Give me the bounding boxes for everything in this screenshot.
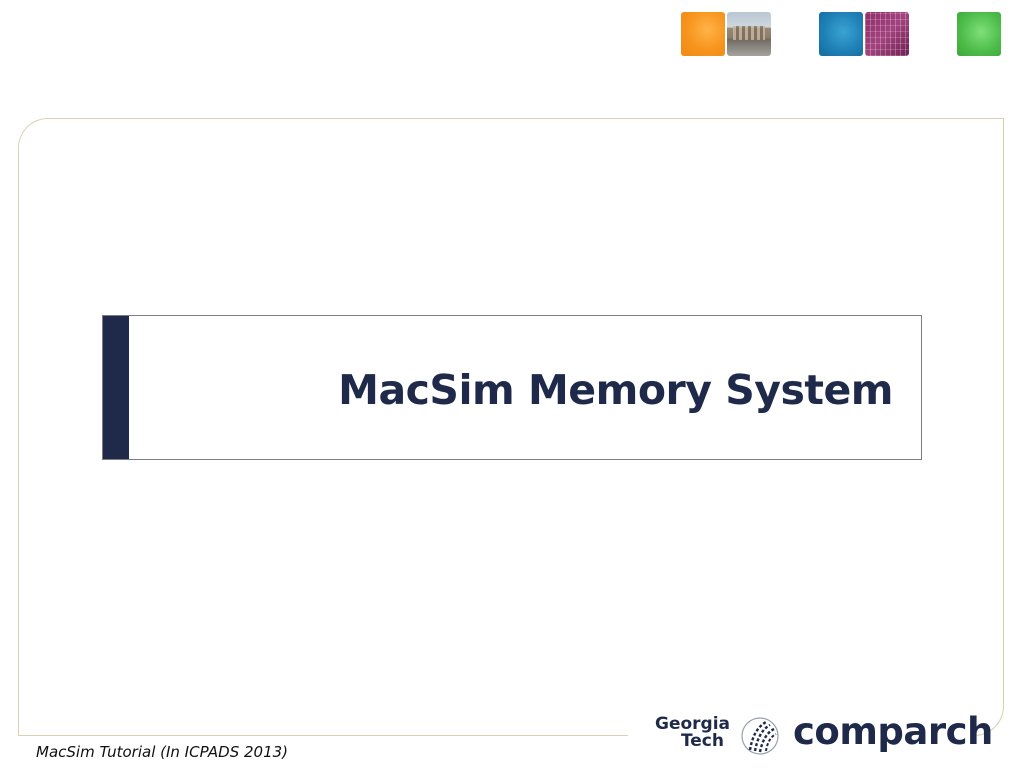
georgia-tech-logo-line1: Georgia [654,714,730,734]
content-frame [18,118,1004,736]
slide-footer: MacSim Tutorial (In ICPADS 2013) [36,743,289,761]
blue-tile [819,12,863,56]
frame-bottom-line [18,735,628,736]
green-tile [957,12,1001,56]
title-accent-bar [103,316,129,459]
georgia-tech-logo: Georgia Tech [634,716,730,750]
title-box: MacSim Memory System [102,315,922,460]
orange-tile [681,12,725,56]
comparch-logo: comparch [793,710,993,753]
swirl-logo-icon [741,717,779,755]
georgia-tech-logo-line2: Tech [680,731,724,751]
circuit-chip-tile [865,12,909,56]
slide-title: MacSim Memory System [338,366,893,414]
campus-photo-tile [727,12,771,56]
